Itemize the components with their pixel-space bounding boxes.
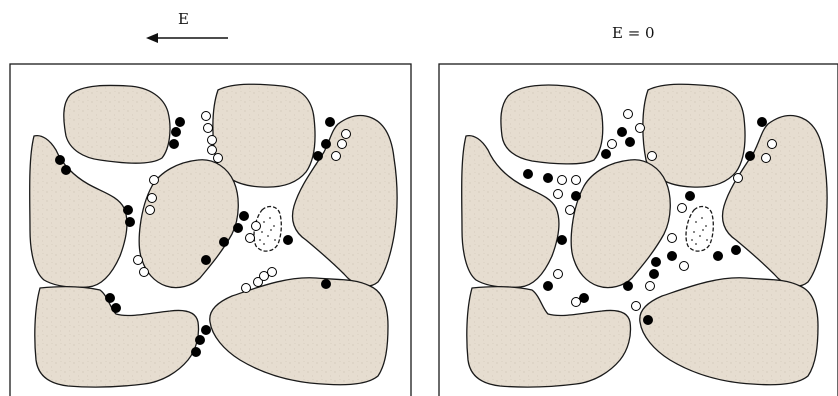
cation-dot — [322, 140, 331, 149]
anion-dot — [140, 268, 149, 277]
anion-dot — [342, 130, 351, 139]
cation-dot — [544, 174, 553, 183]
cation-dot — [240, 212, 249, 221]
cation-dot — [62, 166, 71, 175]
anion-dot — [268, 268, 277, 277]
anion-dot — [146, 206, 155, 215]
cation-dot — [202, 256, 211, 265]
cation-dot — [172, 128, 181, 137]
anion-dot — [338, 140, 347, 149]
cation-dot — [112, 304, 121, 313]
anion-dot — [646, 282, 655, 291]
cation-dot — [126, 218, 135, 227]
anion-dot — [608, 140, 617, 149]
anion-dot — [572, 176, 581, 185]
cation-dot — [314, 152, 323, 161]
cation-dot — [746, 152, 755, 161]
anion-dot — [632, 302, 641, 311]
anion-dot — [668, 234, 677, 243]
anion-dot — [734, 174, 743, 183]
panel-without-field — [439, 64, 838, 396]
cation-dot — [652, 258, 661, 267]
cation-dot — [124, 206, 133, 215]
anion-dot — [624, 110, 633, 119]
cation-dot — [524, 170, 533, 179]
cation-dot — [644, 316, 653, 325]
anion-dot — [636, 124, 645, 133]
cation-dot — [284, 236, 293, 245]
anion-dot — [762, 154, 771, 163]
cation-dot — [196, 336, 205, 345]
grain — [64, 85, 170, 163]
anion-dot — [554, 270, 563, 279]
cation-dot — [732, 246, 741, 255]
anion-dot — [768, 140, 777, 149]
anion-dot — [134, 256, 143, 265]
cation-dot — [220, 238, 229, 247]
cation-dot — [322, 280, 331, 289]
cation-dot — [202, 326, 211, 335]
grain — [501, 85, 603, 164]
anion-dot — [202, 112, 211, 121]
anion-dot — [214, 154, 223, 163]
cation-dot — [668, 252, 677, 261]
anion-dot — [554, 190, 563, 199]
anion-dot — [208, 136, 217, 145]
cation-dot — [650, 270, 659, 279]
anion-dot — [558, 176, 567, 185]
cation-dot — [170, 140, 179, 149]
anion-dot — [252, 222, 261, 231]
cation-dot — [558, 236, 567, 245]
cation-dot — [618, 128, 627, 137]
cation-dot — [326, 118, 335, 127]
arrow-left-icon — [146, 33, 228, 43]
anion-dot — [648, 152, 657, 161]
anion-dot — [332, 152, 341, 161]
cation-dot — [192, 348, 201, 357]
anion-dot — [208, 146, 217, 155]
cation-dot — [56, 156, 65, 165]
cation-dot — [714, 252, 723, 261]
anion-dot — [242, 284, 251, 293]
panel-with-field — [10, 64, 411, 396]
anion-dot — [678, 204, 687, 213]
anion-dot — [680, 262, 689, 271]
cation-dot — [758, 118, 767, 127]
cation-dot — [572, 192, 581, 201]
cation-dot — [626, 138, 635, 147]
anion-dot — [204, 124, 213, 133]
anion-dot — [572, 298, 581, 307]
cation-dot — [106, 294, 115, 303]
anion-dot — [150, 176, 159, 185]
cation-dot — [602, 150, 611, 159]
cation-dot — [176, 118, 185, 127]
anion-dot — [246, 234, 255, 243]
cation-dot — [624, 282, 633, 291]
cation-dot — [234, 224, 243, 233]
anion-dot — [566, 206, 575, 215]
cation-dot — [686, 192, 695, 201]
anion-dot — [148, 194, 157, 203]
cation-dot — [544, 282, 553, 291]
